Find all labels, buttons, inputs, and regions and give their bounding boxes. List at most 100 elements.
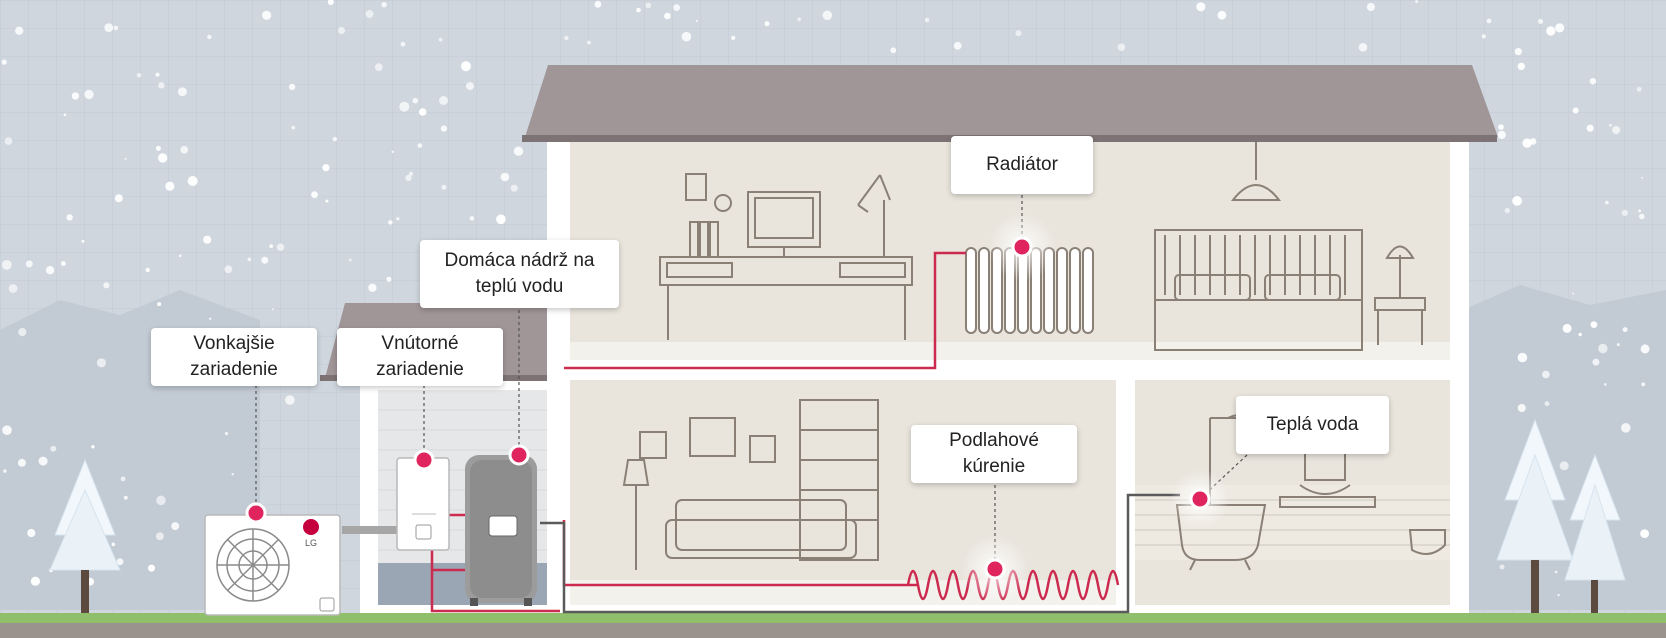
snowflake: [1499, 564, 1505, 570]
snowflake: [1554, 570, 1558, 574]
snowflake: [695, 19, 698, 23]
snowflake: [50, 445, 57, 452]
lg-logo: [303, 519, 319, 535]
snowflake: [25, 260, 33, 268]
snowflake: [38, 456, 48, 466]
snowflake: [440, 125, 447, 132]
snowflake: [1621, 209, 1628, 216]
snowflake: [3, 469, 7, 473]
bathtub-icon: [1175, 414, 1446, 571]
snowflake: [155, 72, 160, 77]
marker-hot-water[interactable]: [1170, 469, 1230, 529]
label-outdoor-unit: Vonkajšie zariadenie: [151, 328, 317, 386]
label-hot-water: Teplá voda: [1236, 396, 1389, 454]
snowflake: [564, 35, 569, 41]
label-floor-heating: Podlahové kúrenie: [911, 425, 1077, 483]
marker-indoor-unit[interactable]: [413, 449, 435, 471]
snowflake: [412, 97, 419, 104]
snowflake: [124, 157, 127, 160]
snowflake: [1504, 208, 1510, 214]
snowflake: [1486, 18, 1492, 24]
snowflake: [1358, 43, 1368, 52]
snowflake: [325, 199, 329, 203]
sofa-icon: [622, 399, 879, 570]
marker-floor-heating[interactable]: [961, 535, 1029, 603]
snowflake: [231, 473, 234, 476]
snowflake: [441, 184, 447, 190]
snowflake: [1572, 292, 1575, 295]
hot-water-tank: [465, 455, 537, 606]
label-hot-water-tank: Domáca nádrž na teplú vodu: [420, 240, 619, 308]
snowflake: [203, 235, 212, 244]
lamp-icon: [1230, 142, 1282, 201]
marker-radiator[interactable]: [988, 213, 1056, 281]
snowflake: [1604, 383, 1607, 386]
snowflake: [1481, 34, 1486, 39]
snowflake: [111, 542, 116, 547]
snowflake: [261, 256, 269, 264]
snowflake: [1578, 332, 1582, 337]
label-floor-heating-text: Podlahové kúrenie: [949, 430, 1039, 477]
snowflake: [165, 181, 175, 191]
snowflake: [400, 41, 406, 47]
snowflake: [391, 150, 394, 153]
snowflake: [18, 328, 27, 337]
snowflake: [1, 59, 7, 65]
snowflake: [179, 254, 182, 258]
label-hot-water-text: Teplá voda: [1266, 414, 1359, 435]
snowflake: [1616, 343, 1620, 347]
snowflake: [63, 113, 67, 117]
bed-icon: [1154, 229, 1426, 351]
snowflake: [388, 220, 393, 225]
snowflake: [1562, 323, 1572, 333]
snowflake: [500, 172, 510, 182]
snowflake: [1622, 327, 1628, 333]
snowflake: [171, 522, 180, 531]
snowflake: [30, 576, 40, 586]
label-outdoor-unit-line-2: zariadenie: [190, 359, 278, 380]
marker-outdoor-unit[interactable]: [245, 502, 267, 524]
snowflake: [17, 458, 26, 467]
snowflake: [1621, 423, 1631, 433]
snowflake: [386, 276, 392, 282]
snowflake: [15, 26, 24, 35]
snowflake: [681, 31, 692, 42]
snowflake: [1512, 196, 1522, 206]
marker-hot-water-tank[interactable]: [508, 444, 530, 466]
snowflake: [45, 266, 55, 275]
snowflake: [417, 143, 423, 149]
snowflake: [731, 35, 736, 41]
distant-hills-right: [1440, 285, 1666, 610]
snowflake: [1639, 213, 1645, 220]
snowflake: [1589, 77, 1597, 85]
tree-icon: [1496, 418, 1574, 613]
snowflake: [332, 136, 337, 142]
grass-strip: [0, 613, 1666, 623]
snowflake: [1590, 321, 1598, 328]
snowflake: [311, 191, 318, 199]
snowflake: [2, 425, 12, 436]
snowflake: [224, 265, 233, 274]
snowflake: [1559, 461, 1569, 471]
snowflake: [66, 214, 73, 221]
snowflake: [91, 445, 95, 449]
snowflake: [1517, 62, 1526, 71]
snowflake: [797, 17, 802, 22]
snowflake: [1529, 138, 1537, 145]
snowflake: [1542, 370, 1550, 379]
snowflake: [71, 92, 80, 100]
snowflake: [953, 41, 962, 50]
snowflake: [368, 283, 377, 292]
fan-icon: [216, 528, 290, 602]
snowflake: [418, 108, 427, 116]
snowflake: [438, 37, 443, 42]
snowflake: [285, 395, 295, 405]
snowflake: [114, 194, 123, 203]
snowflake: [207, 34, 212, 40]
snowflake: [136, 73, 142, 78]
snowflake: [157, 302, 162, 307]
label-radiator-text: Radiátor: [986, 154, 1058, 175]
snowflake: [1555, 23, 1565, 33]
label-indoor-unit-line-1: Vnútorné: [381, 333, 459, 354]
snowflake: [120, 476, 126, 482]
